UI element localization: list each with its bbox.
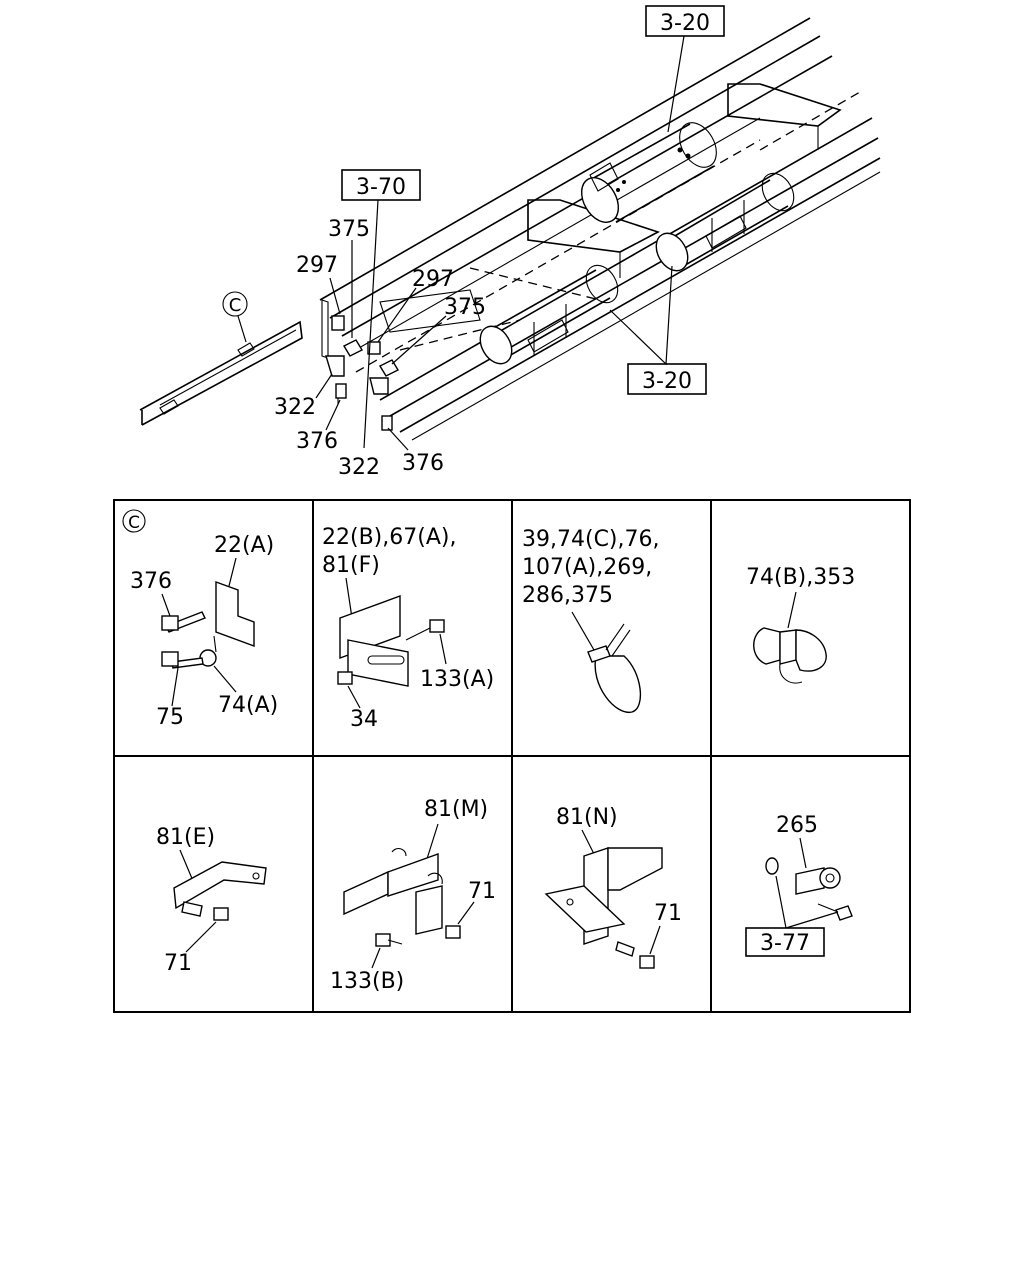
upper-cylinder: [580, 122, 717, 223]
label-71: 71: [468, 879, 496, 904]
detail-cell-3: 39,74(C),76, 107(A),269, 286,375: [522, 527, 660, 713]
lower-left-cylinder: [479, 264, 619, 365]
label-322: 322: [338, 455, 380, 480]
ref-box-fuel-tank-lower[interactable]: 3-20: [627, 363, 707, 395]
label-74a: 74(A): [218, 693, 278, 718]
bracket-cluster: [321, 299, 399, 431]
clip-74b: [753, 627, 781, 665]
label-39-74c-76: 39,74(C),76,: [522, 527, 660, 552]
cable-tie: [594, 655, 642, 713]
leader-line: [609, 265, 673, 366]
svg-text:C: C: [229, 295, 242, 316]
label-34: 34: [350, 707, 378, 732]
bracket-22a: [215, 581, 255, 648]
bracket-81m: [343, 870, 389, 916]
detail-cell-c: C 22(A) 376 75 74(A): [122, 509, 278, 730]
label-81n: 81(N): [556, 805, 618, 830]
detail-cell-8: 265 3-77: [745, 813, 853, 957]
label-107a-269: 107(A),269,: [522, 555, 652, 580]
label-71: 71: [164, 951, 192, 976]
callout-c-marker: C: [222, 291, 248, 343]
clip-265: [795, 867, 825, 895]
label-376: 376: [130, 569, 172, 594]
label-375: 375: [328, 217, 370, 242]
ref-label: 3-70: [356, 175, 406, 200]
label-375: 375: [444, 295, 486, 320]
overview-part-labels: 375 297 297 375 322 376 322 376: [274, 199, 486, 480]
label-286-375: 286,375: [522, 583, 613, 608]
ref-label: 3-20: [660, 11, 710, 36]
chassis-frame-drawing: [139, 17, 881, 441]
detail-cell-2: 22(B),67(A), 81(F) 133(A) 34: [322, 525, 494, 732]
label-297: 297: [296, 253, 338, 278]
label-376: 376: [296, 429, 338, 454]
ref-box-fuel-tank-upper[interactable]: 3-20: [645, 5, 725, 37]
leader-line: [667, 35, 685, 133]
label-376: 376: [402, 451, 444, 476]
label-297: 297: [412, 267, 454, 292]
ref-label: 3-77: [760, 931, 810, 956]
label-265: 265: [776, 813, 818, 838]
ref-box-exhaust[interactable]: 3-70: [341, 169, 421, 201]
label-71: 71: [654, 901, 682, 926]
label-322: 322: [274, 395, 316, 420]
label-22b-67a: 22(B),67(A),: [322, 525, 456, 550]
detail-cell-7: 81(N) 71: [544, 805, 682, 969]
ref-box-3-77[interactable]: 3-77: [745, 927, 825, 957]
detail-cell-6: 81(M) 71 133(B): [330, 797, 496, 994]
detail-grid: [113, 499, 911, 1013]
svg-text:C: C: [128, 513, 140, 533]
label-81f: 81(F): [322, 553, 380, 578]
lower-right-cylinder: [655, 172, 795, 272]
label-22a: 22(A): [214, 533, 274, 558]
label-133b: 133(B): [330, 969, 404, 994]
label-133a: 133(A): [420, 667, 494, 692]
label-81e: 81(E): [156, 825, 215, 850]
ref-label: 3-20: [642, 369, 692, 394]
label-81m: 81(M): [424, 797, 488, 822]
bracket-81e: [173, 861, 267, 910]
label-75: 75: [156, 705, 184, 730]
label-74b-353: 74(B),353: [746, 565, 855, 590]
detail-cell-4: 74(B),353: [746, 565, 855, 684]
detail-cell-5: 81(E) 71: [156, 825, 267, 976]
bracket-81f: [347, 639, 409, 687]
